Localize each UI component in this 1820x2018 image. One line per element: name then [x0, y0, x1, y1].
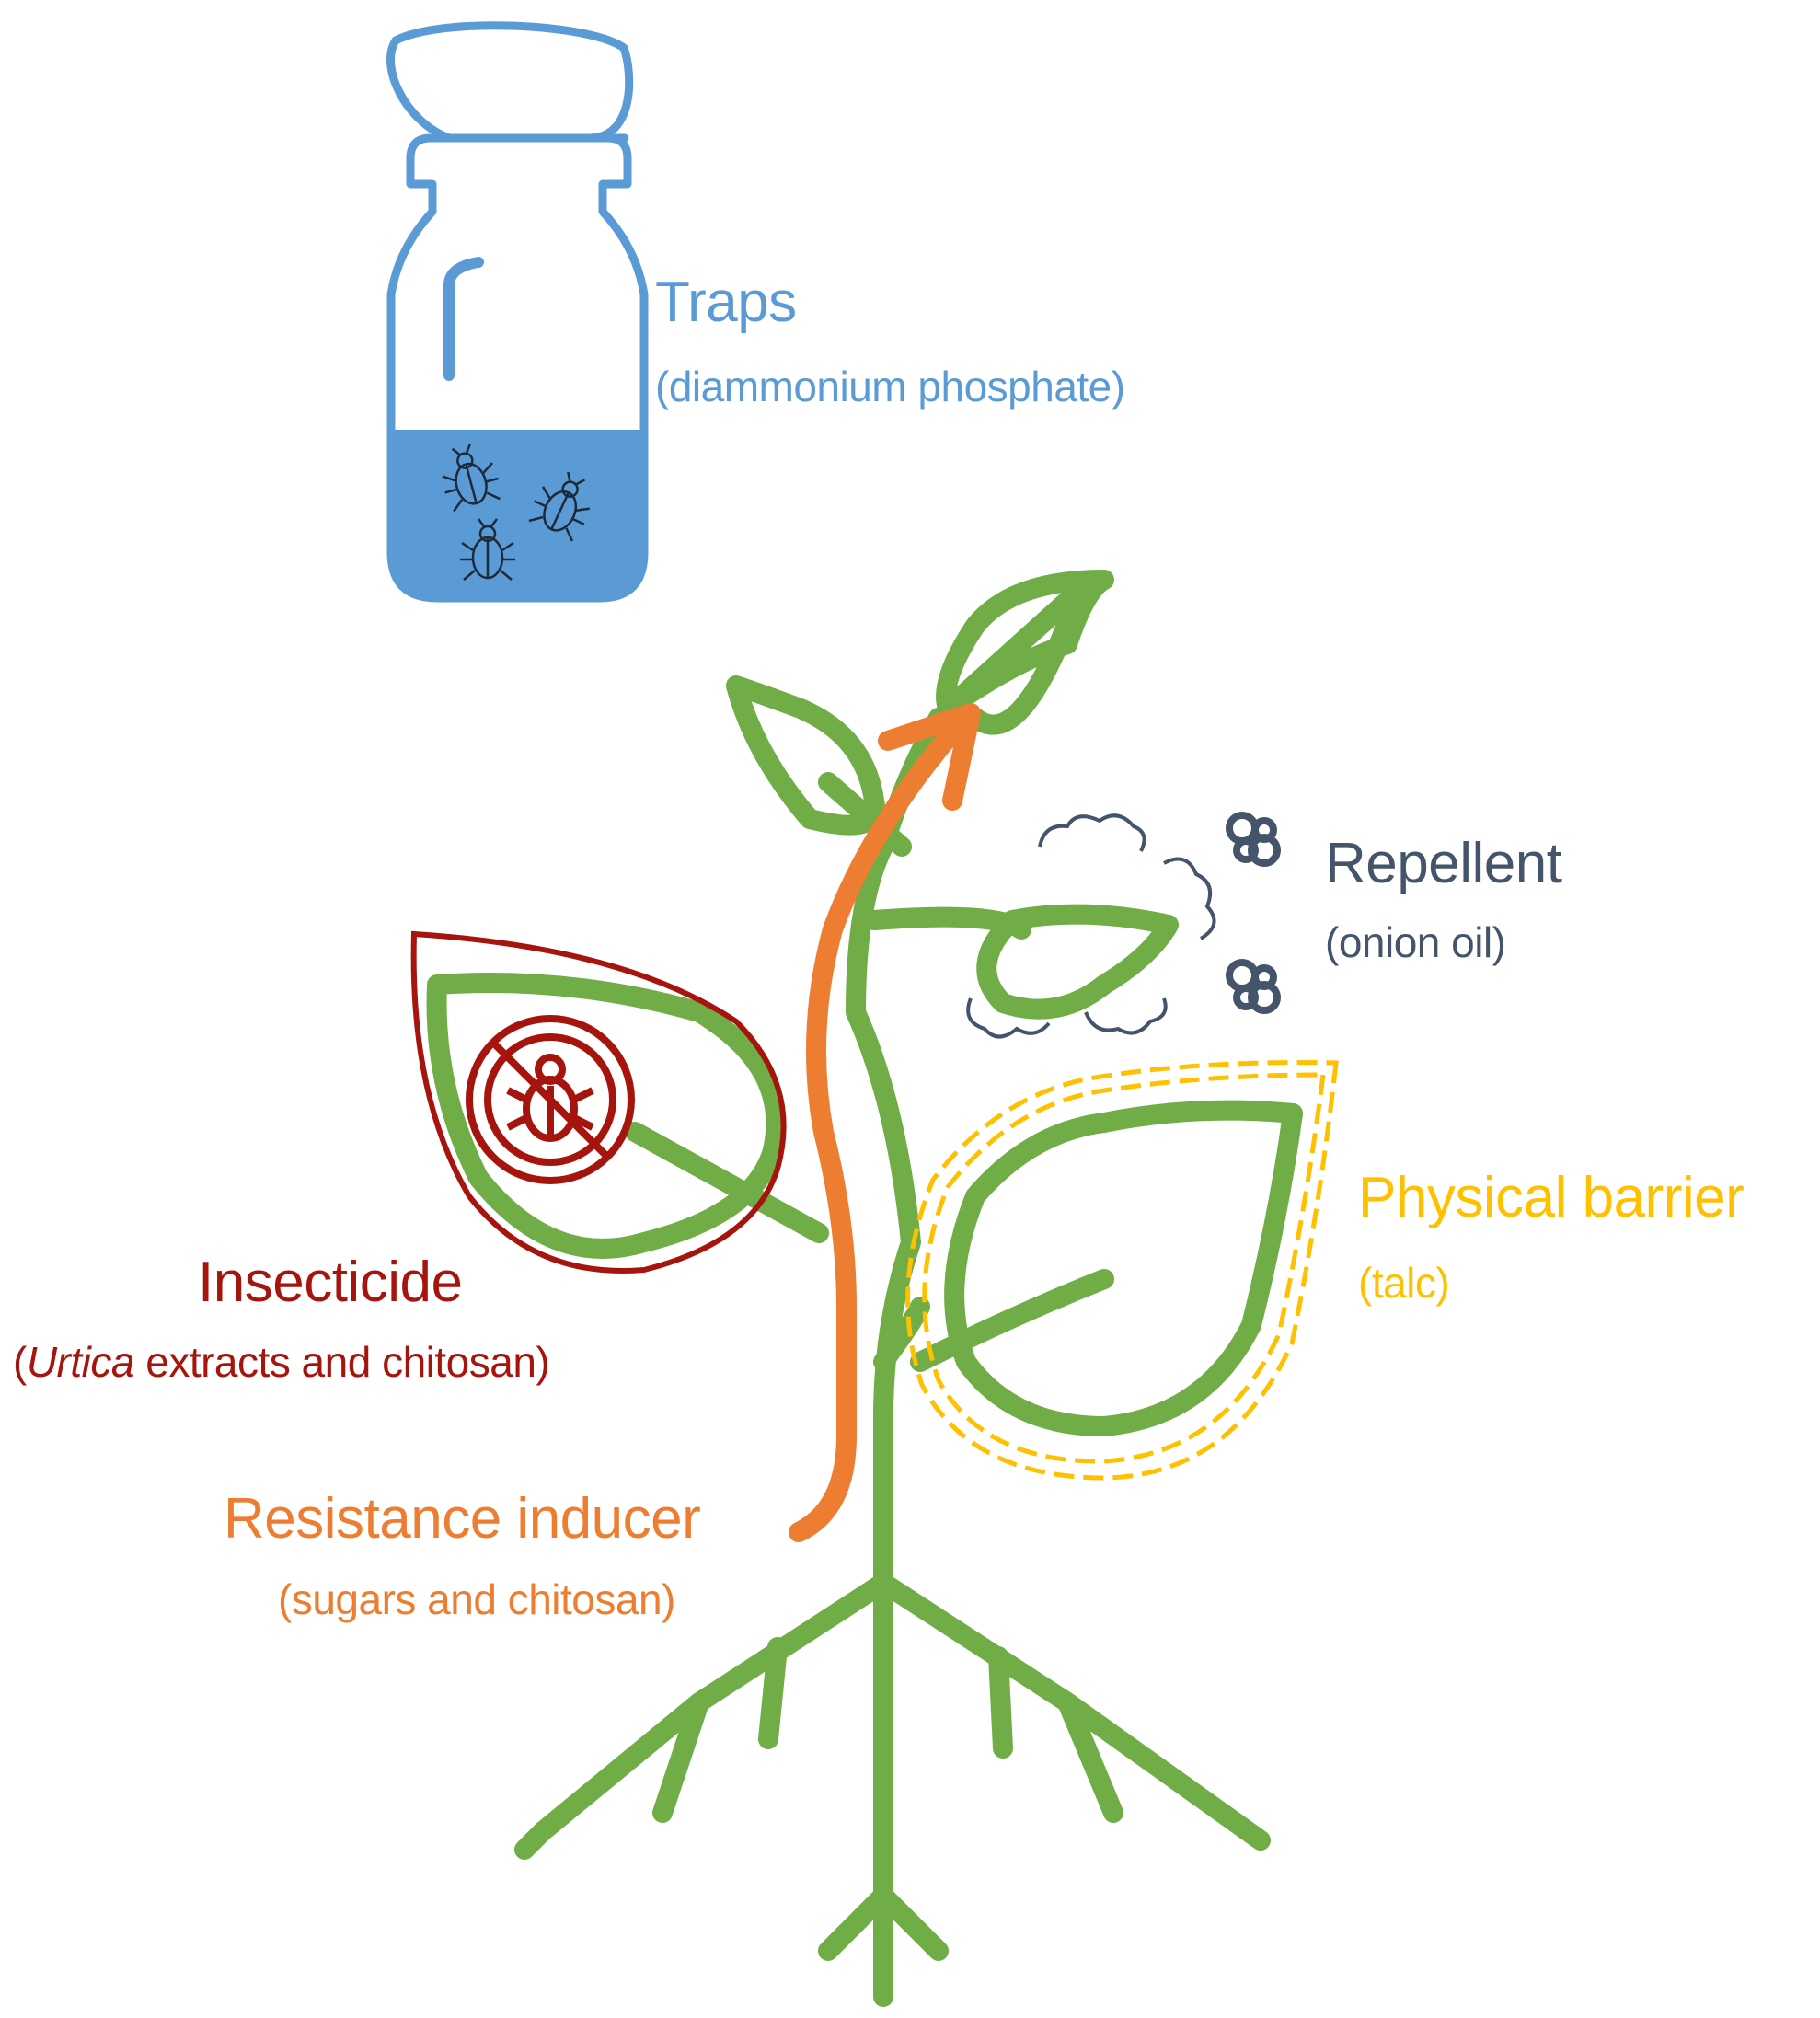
- insecticide-subtitle: (Urtica extracts and chitosan): [13, 1338, 550, 1386]
- barrier-outline: [905, 1060, 1339, 1481]
- repellent-subtitle: (onion oil): [1325, 918, 1506, 966]
- barrier-title: Physical barrier: [1358, 1166, 1745, 1229]
- beetle-icon: [442, 444, 590, 581]
- no-bug-icon: [466, 1015, 635, 1184]
- repellent-title: Repellent: [1325, 832, 1562, 895]
- insecticide-genus: Urtica: [26, 1338, 135, 1386]
- barrier-subtitle: (talc): [1358, 1259, 1450, 1307]
- resistance-title: Resistance inducer: [224, 1487, 701, 1551]
- insecticide-title: Insecticide: [198, 1251, 463, 1314]
- cloud-icon: [966, 813, 1216, 1039]
- bottle-icon: [386, 21, 649, 603]
- plant-icon: [426, 570, 1303, 2007]
- arrow-icon: [789, 703, 981, 1542]
- traps-title: Traps: [655, 271, 797, 334]
- insecticide-outline: [410, 930, 787, 1274]
- resistance-subtitle: (sugars and chitosan): [278, 1575, 675, 1623]
- fly-icon: [1226, 812, 1281, 1014]
- traps-subtitle: (diammonium phosphate): [655, 363, 1125, 410]
